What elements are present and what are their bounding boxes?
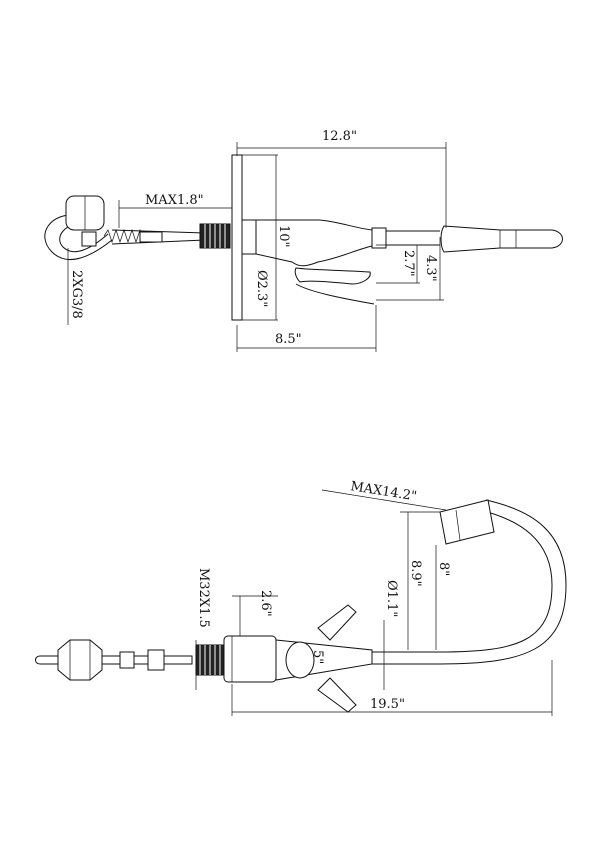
dim-spout-high-label: 8.9" [408, 560, 423, 587]
hose-weight [57, 639, 103, 681]
dim-base-dia-label: Ø2.3" [254, 270, 269, 307]
hose-loop [44, 214, 113, 261]
spray-head [440, 225, 563, 253]
dim-length-label: 12.8" [322, 129, 357, 144]
dim-base-label: 2.6" [258, 590, 273, 617]
faucet-body [255, 219, 373, 267]
supply-line [35, 655, 193, 665]
dim-spout-height-label: 4.3" [423, 255, 438, 282]
dim-total-length-label: 19.5" [370, 697, 405, 712]
dim-thread-label: M32X1.5 [196, 568, 211, 628]
hose-nut [81, 231, 97, 247]
side-spray-head [439, 499, 495, 545]
dim-max-height-label: MAX14.2" [349, 479, 417, 504]
dim-spout-low-label: 8" [436, 562, 451, 576]
dim-hose-thread-label: 2XG3/8 [69, 270, 84, 319]
dim-depth-label: 8.5" [275, 332, 302, 347]
handle [294, 267, 371, 285]
dim-pipe-dia-label: Ø1.1" [384, 580, 399, 617]
base-plate [231, 154, 243, 321]
side-view: MAX14.2" 8.9" 8" Ø1.1" M32X1.5 2.6" 5" 1… [35, 479, 567, 716]
top-view: 12.8" MAX1.8" 10" Ø2.3" 2.7" 4.3" 8.5" 2… [44, 129, 563, 352]
gooseneck [439, 509, 553, 653]
dim-max-shank-label: MAX1.8" [145, 193, 204, 208]
dim-handle-label: 2.7" [401, 250, 416, 277]
dim-body-label: 5" [310, 650, 325, 664]
dim-base-height-label: 10" [276, 225, 291, 248]
side-handle [317, 604, 357, 641]
